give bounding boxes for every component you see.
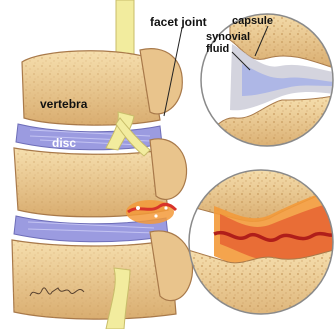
posterior-process-middle <box>150 139 187 200</box>
inflamed-facet-joint <box>126 200 176 224</box>
vertebra-top-texture <box>22 51 160 125</box>
label-disc: disc <box>52 136 76 150</box>
label-synovial: synovial <box>206 31 250 43</box>
label-facet-joint: facet joint <box>150 15 207 29</box>
label-vertebra: vertebra <box>40 97 88 111</box>
label-capsule: capsule <box>232 15 273 27</box>
label-fluid: fluid <box>206 43 229 55</box>
spine-column <box>12 49 192 319</box>
arthritic-joint-zoom <box>188 168 334 329</box>
